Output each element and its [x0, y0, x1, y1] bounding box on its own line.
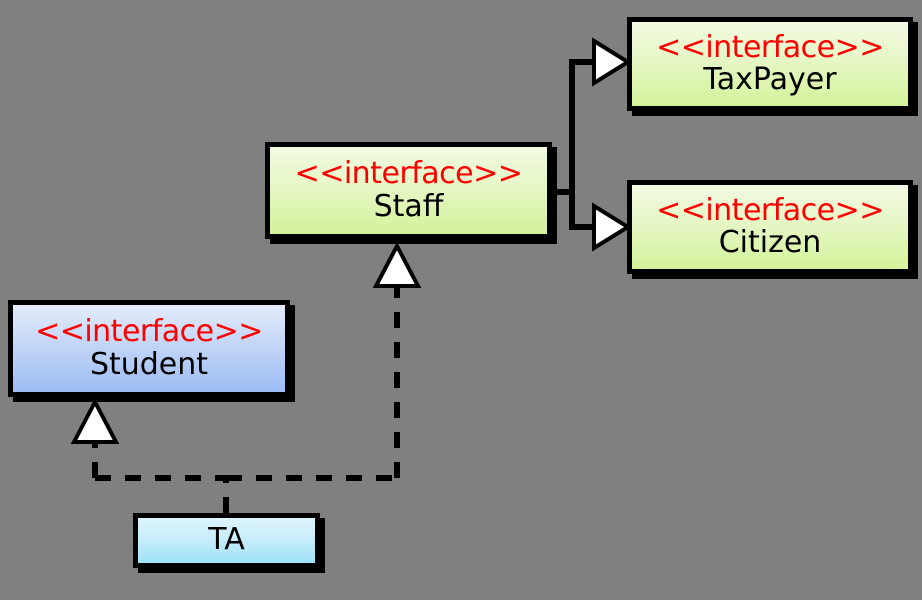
stereotype-label: <<interface>>: [294, 156, 523, 192]
edge-staff-citizen: [552, 189, 632, 252]
hollow-triangle-arrowhead: [592, 37, 632, 87]
stereotype-label: <<interface>>: [35, 314, 263, 350]
class-name-label: Staff: [373, 188, 444, 224]
hollow-triangle-arrowhead: [372, 241, 422, 288]
class-node-taxpayer[interactable]: <<interface>> TaxPayer: [627, 17, 913, 111]
hollow-triangle-arrowhead: [592, 202, 632, 252]
stereotype-label: <<interface>>: [656, 192, 884, 228]
edge-ta-student: [70, 397, 226, 481]
class-node-staff[interactable]: <<interface>> Staff: [265, 142, 552, 239]
class-node-ta[interactable]: TA: [133, 513, 320, 568]
class-name-label: TA: [208, 522, 245, 558]
stereotype-label: <<interface>>: [656, 29, 884, 65]
class-name-label: Citizen: [718, 225, 822, 260]
hollow-triangle-arrowhead: [70, 397, 120, 444]
class-name-label: TaxPayer: [703, 62, 837, 97]
class-node-citizen[interactable]: <<interface>> Citizen: [627, 180, 913, 274]
class-name-label: Student: [89, 346, 209, 382]
class-node-student[interactable]: <<interface>> Student: [8, 300, 290, 397]
edge-staff-taxpayer: [552, 37, 632, 195]
